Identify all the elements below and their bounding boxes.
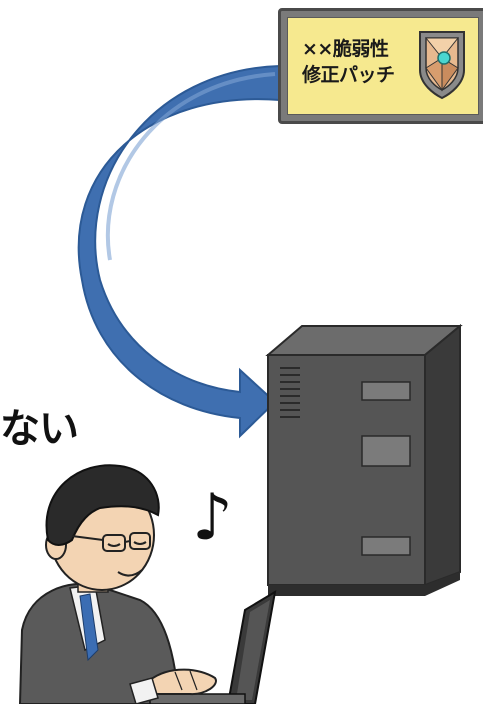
- curved-arrow: [77, 64, 281, 439]
- businessman-with-laptop: [18, 464, 277, 704]
- patch-card-face: ××脆弱性 修正パッチ: [287, 17, 479, 115]
- caption-text: ない: [0, 406, 79, 452]
- patch-title-line2: 修正パッチ: [302, 64, 395, 86]
- server-tower-icon: [265, 323, 463, 596]
- music-note-icon: ♪: [192, 481, 233, 555]
- patch-title-line1: ××脆弱性: [302, 38, 389, 60]
- shield-icon: [419, 31, 465, 100]
- patch-card: ××脆弱性 修正パッチ: [278, 8, 483, 124]
